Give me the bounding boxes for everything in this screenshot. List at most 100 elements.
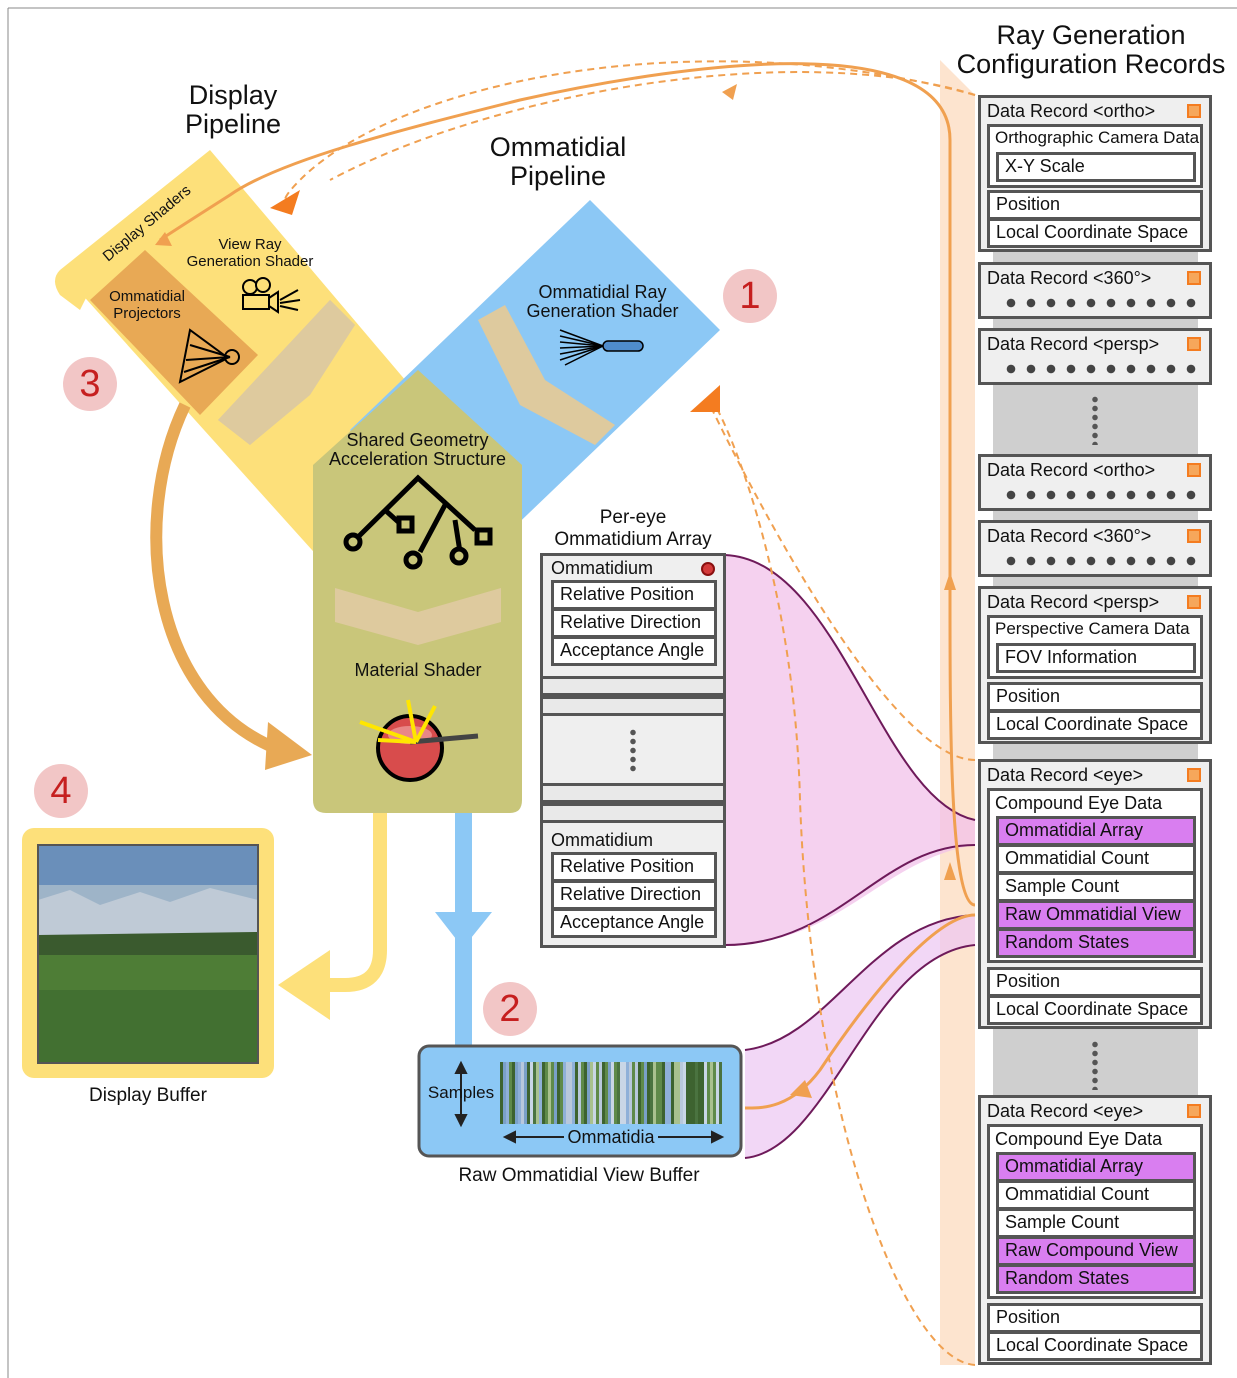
relative-direction-field: Relative Direction xyxy=(551,608,717,638)
samples-label: Samples xyxy=(427,1083,495,1102)
ommatidial-array-field: Ommatidial Array xyxy=(996,816,1196,846)
relative-position-field: Relative Position xyxy=(551,852,717,882)
buffer-stripe xyxy=(710,1062,713,1124)
data-record-ortho: Data Record <ortho> Orthographic Camera … xyxy=(978,95,1212,252)
ray-generation-title: Ray Generation Configuration Records xyxy=(956,20,1226,79)
buffer-stripe xyxy=(590,1062,593,1124)
random-states-field: Random States xyxy=(996,928,1196,958)
material-shader-label: Material Shader xyxy=(354,660,482,680)
buffer-stripe xyxy=(719,1062,722,1124)
ellipsis-icon xyxy=(1092,395,1098,445)
buffer-stripe xyxy=(635,1062,638,1124)
collapsed-dots-icon xyxy=(1001,298,1197,308)
buffer-stripe xyxy=(680,1062,683,1124)
buffer-stripe xyxy=(518,1062,521,1124)
raw-buffer-stripes xyxy=(500,1062,722,1124)
compound-eye-group: Compound Eye Data Ommatidial Array Ommat… xyxy=(987,1124,1203,1299)
buffer-stripe xyxy=(689,1062,692,1124)
bvh-tree-icon xyxy=(343,474,493,570)
camera-data-group: Perspective Camera Data FOV Information xyxy=(987,615,1203,679)
ommatidium-label: Ommatidium xyxy=(551,830,654,850)
record-badge-icon xyxy=(1187,529,1201,543)
data-record-360: Data Record <360°> xyxy=(978,520,1212,577)
buffer-stripe xyxy=(566,1062,569,1124)
local-space-field: Local Coordinate Space xyxy=(987,1331,1203,1361)
ommatidium-ray-icon xyxy=(559,329,644,366)
buffer-stripe xyxy=(608,1062,611,1124)
accel-structure-label: Shared Geometry Acceleration Structure xyxy=(328,430,507,469)
buffer-stripe xyxy=(506,1062,509,1124)
buffer-stripe xyxy=(701,1062,704,1124)
ommatidium-row-placeholder xyxy=(543,676,723,696)
buffer-stripe xyxy=(713,1062,716,1124)
display-buffer-label: Display Buffer xyxy=(89,1085,207,1106)
record-header: Data Record <360°> xyxy=(987,526,1152,546)
buffer-stripe xyxy=(707,1062,710,1124)
ommatidium-row-placeholder xyxy=(543,696,723,716)
data-record-eye: Data Record <eye> Compound Eye Data Omma… xyxy=(978,759,1212,1029)
record-header: Data Record <persp> xyxy=(987,334,1160,354)
data-record-360: Data Record <360°> xyxy=(978,262,1212,319)
buffer-stripe xyxy=(557,1062,560,1124)
buffer-stripe xyxy=(527,1062,530,1124)
compound-eye-group: Compound Eye Data Ommatidial Array Ommat… xyxy=(987,788,1203,963)
buffer-stripe xyxy=(614,1062,617,1124)
ellipsis-icon xyxy=(630,728,636,773)
buffer-stripe xyxy=(524,1062,527,1124)
projector-icon xyxy=(178,328,240,384)
buffer-stripe xyxy=(692,1062,695,1124)
ommatidium-array: Ommatidium Relative Position Relative Di… xyxy=(540,553,726,948)
buffer-stripe xyxy=(659,1062,662,1124)
buffer-stripe xyxy=(656,1062,659,1124)
acceptance-angle-field: Acceptance Angle xyxy=(551,908,717,938)
buffer-stripe xyxy=(503,1062,506,1124)
collapsed-dots-icon xyxy=(1001,556,1197,566)
local-space-field: Local Coordinate Space xyxy=(987,710,1203,740)
collapsed-dots-icon xyxy=(1001,364,1197,374)
buffer-stripe xyxy=(545,1062,548,1124)
buffer-stripe xyxy=(677,1062,680,1124)
buffer-stripe xyxy=(593,1062,596,1124)
collapsed-dots-icon xyxy=(1001,490,1197,500)
buffer-stripe xyxy=(554,1062,557,1124)
step-number-3: 3 xyxy=(63,357,117,411)
buffer-stripe xyxy=(539,1062,542,1124)
ommatidium-record-icon xyxy=(701,562,715,576)
material-sphere-icon xyxy=(359,699,479,782)
relative-position-field: Relative Position xyxy=(551,580,717,610)
xy-scale-field: X-Y Scale xyxy=(996,152,1196,182)
buffer-stripe xyxy=(602,1062,605,1124)
record-badge-icon xyxy=(1187,104,1201,118)
ommatidial-ray-shader-label: Ommatidial Ray Generation Shader xyxy=(526,282,679,321)
buffer-stripe xyxy=(560,1062,563,1124)
group-label: Perspective Camera Data xyxy=(995,619,1190,638)
buffer-stripe xyxy=(617,1062,620,1124)
sample-count-field: Sample Count xyxy=(996,872,1196,902)
ommatidium-label: Ommatidium xyxy=(551,558,654,578)
ommatidial-array-link xyxy=(725,555,975,945)
buffer-stripe xyxy=(611,1062,614,1124)
buffer-stripe xyxy=(674,1062,677,1124)
local-space-field: Local Coordinate Space xyxy=(987,218,1203,248)
sample-count-field: Sample Count xyxy=(996,1208,1196,1238)
buffer-stripe xyxy=(596,1062,599,1124)
ommatidial-array-field: Ommatidial Array xyxy=(996,1152,1196,1182)
fov-field: FOV Information xyxy=(996,643,1196,673)
record-badge-icon xyxy=(1187,463,1201,477)
record-header: Data Record <eye> xyxy=(987,765,1144,785)
buffer-stripe xyxy=(668,1062,671,1124)
buffer-stripe xyxy=(644,1062,647,1124)
buffer-stripe xyxy=(599,1062,602,1124)
buffer-stripe xyxy=(578,1062,581,1124)
record-badge-icon xyxy=(1187,768,1201,782)
buffer-stripe xyxy=(605,1062,608,1124)
buffer-stripe xyxy=(563,1062,566,1124)
camera-data-group: Orthographic Camera Data X-Y Scale xyxy=(987,124,1203,188)
projector-shape xyxy=(90,250,258,415)
camera-icon xyxy=(242,277,301,314)
display-pipeline-title: Display Pipeline xyxy=(184,80,282,139)
ommatidium-array-title: Per-eye Ommatidium Array xyxy=(554,507,712,550)
raw-view-link xyxy=(745,915,975,1158)
buffer-stripe xyxy=(500,1062,503,1124)
